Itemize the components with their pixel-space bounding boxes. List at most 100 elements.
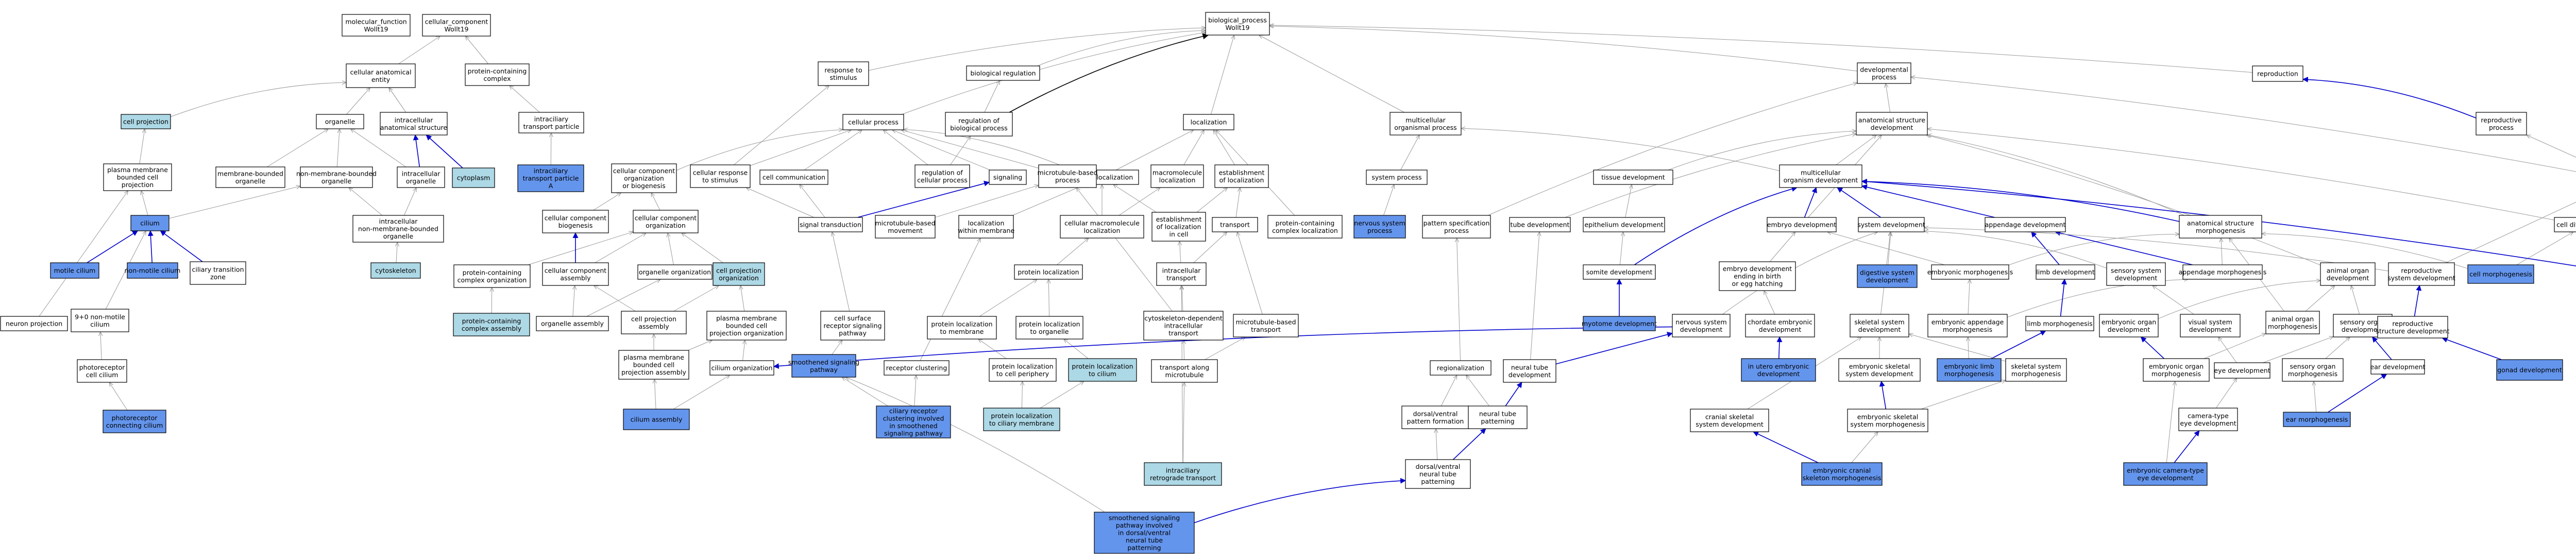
node-embmorph[interactable]: embryonic morphogenesis [1927,264,2013,280]
node-orgorg[interactable]: organelle organization [637,264,713,280]
node-ciliorg[interactable]: cilium organization [709,360,774,376]
node-tisdev[interactable]: tissue development [1593,170,1673,185]
node-org[interactable]: organelle [316,114,364,129]
node-celldiff[interactable]: cell differentiation [2554,217,2576,232]
node-earmorph[interactable]: ear morphogenesis [2283,412,2351,427]
node-breg[interactable]: biological regulation [966,65,1040,81]
node-epdev[interactable]: epithelium development [1583,217,1665,232]
node-gonaddev[interactable]: gonad development [2496,359,2563,381]
node-appmorph[interactable]: appendage morphogenesis [2179,264,2267,280]
node-sysdev[interactable]: system development [1857,217,1925,232]
node-signaling[interactable]: signaling [989,170,1027,185]
node-repro[interactable]: reproduction [2252,65,2303,82]
node-somdev[interactable]: somite development [1583,264,1656,280]
node-eardev[interactable]: ear development [2370,359,2426,375]
node-transport[interactable]: transport [1212,217,1258,232]
node-ciliasm[interactable]: cilium assembly [623,409,690,430]
node-loc[interactable]: localization [1183,114,1234,130]
node-receptclust[interactable]: receptor clustering [884,360,950,376]
node-cellproc[interactable]: cellular process [842,114,904,130]
node-regional[interactable]: regionalization [1430,360,1492,376]
node-eyedev[interactable]: eye development [2214,362,2270,379]
node-myodev[interactable]: myotome development [1582,316,1657,331]
node-embdev[interactable]: embryo development [1767,217,1837,232]
node-ocassem[interactable]: organelle assembly [536,316,609,331]
node-limbdev[interactable]: limb development [2036,264,2095,280]
node-tubedev[interactable]: tube development [1509,217,1571,232]
node-limbmorph[interactable]: limb morphogenesis [2025,316,2094,331]
node-sysproc[interactable]: system process [1366,170,1428,185]
node-sigtrans[interactable]: signal transduction [798,217,863,232]
node-ccomm[interactable]: cell communication [759,170,828,185]
node-mcilium[interactable]: motile cilium [50,262,99,279]
node-nmcilium[interactable]: non-motile cilium [125,262,181,279]
